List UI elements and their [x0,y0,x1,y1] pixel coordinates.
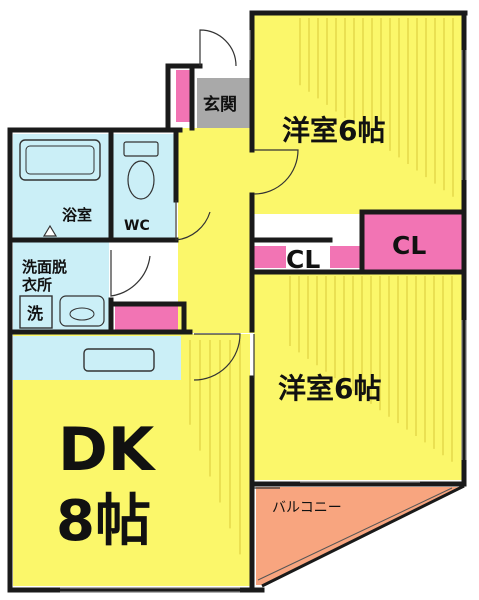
floor-hatching [189,18,454,555]
toilet-tank [123,141,159,157]
walls [7,10,468,593]
bathtub [19,139,101,181]
western-room-top-area [254,15,462,214]
washer-box [19,295,53,329]
washbasin-bowl-icon [69,307,95,321]
bathtub-inner [25,145,95,175]
western-room-bottom-area [254,272,462,480]
balcony-rail [257,487,453,581]
washroom-label-line2: 衣所 [22,276,52,294]
kitchen-sink [83,348,155,372]
washbasin [59,295,105,327]
balcony-edge [261,484,465,588]
dk-label-line2: 8帖 [56,489,151,554]
doors [42,29,299,489]
washer-label: 洗 [27,304,43,323]
closet-strip-left-b [330,246,360,268]
closet-right-label: CL [392,231,426,260]
entrance-area [197,78,251,128]
toilet-bowl-icon [127,160,155,200]
windows [60,30,467,593]
closet-strip-left-a [254,246,286,268]
western-room-top-label: 洋室6帖 [282,114,385,147]
hallway-area [178,128,254,333]
dk-label-line1: DK [58,415,157,485]
toilet-label: WC [124,218,150,234]
closet-left-label: CL [286,245,320,274]
entrance-label: 玄関 [203,94,237,115]
storage-strip [115,306,178,330]
shoe-closet [176,70,190,122]
western-room-bottom-label: 洋室6帖 [278,372,381,405]
balcony-label: バルコニー [272,500,342,516]
washroom-label-line1: 洗面脱 [22,258,67,276]
bathroom-label: 浴室 [62,206,92,224]
closet-right-area [364,214,462,270]
